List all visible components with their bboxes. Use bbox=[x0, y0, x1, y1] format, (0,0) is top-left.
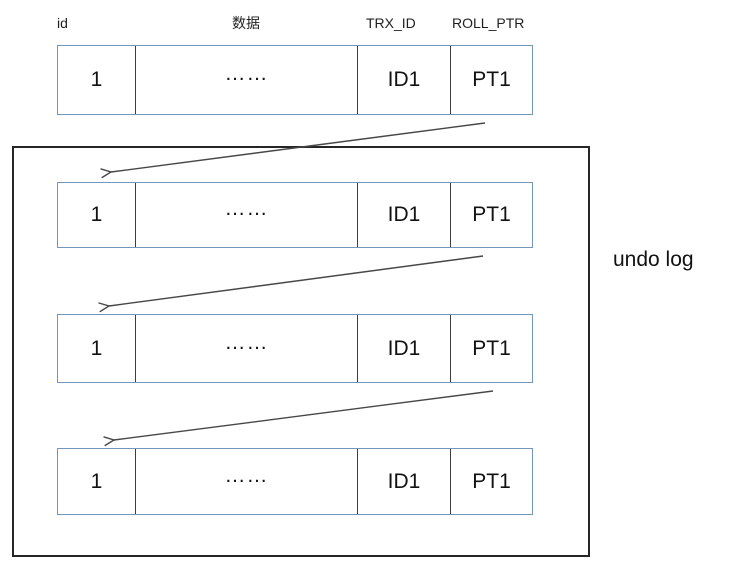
data-ellipsis: …… bbox=[224, 330, 269, 354]
roll-ptr-cell: PT1 bbox=[451, 449, 532, 514]
id-value: 1 bbox=[90, 203, 103, 226]
roll-ptr-value: PT1 bbox=[472, 469, 511, 493]
id-cell: 1 bbox=[58, 449, 136, 514]
trx-id-value: ID1 bbox=[387, 203, 421, 226]
data-cell: …… bbox=[136, 183, 358, 247]
trx-id-value: ID1 bbox=[387, 469, 421, 493]
data-ellipsis: …… bbox=[224, 463, 269, 487]
trx-id-cell: ID1 bbox=[358, 315, 451, 382]
id-cell: 1 bbox=[58, 315, 136, 382]
id-value: 1 bbox=[90, 469, 103, 493]
column-header-data: 数据 bbox=[232, 15, 260, 31]
roll-ptr-cell: PT1 bbox=[451, 46, 532, 114]
record-row-version-1: 1 …… ID1 PT1 bbox=[57, 182, 533, 248]
trx-id-cell: ID1 bbox=[358, 183, 451, 247]
trx-id-value: ID1 bbox=[387, 336, 421, 360]
record-row-version-2: 1 …… ID1 PT1 bbox=[57, 314, 533, 383]
roll-ptr-cell: PT1 bbox=[451, 315, 532, 382]
roll-ptr-cell: PT1 bbox=[451, 183, 532, 247]
id-cell: 1 bbox=[58, 183, 136, 247]
data-ellipsis: …… bbox=[224, 197, 269, 220]
record-row-version-3: 1 …… ID1 PT1 bbox=[57, 448, 533, 515]
column-header-trx-id: TRX_ID bbox=[366, 15, 416, 31]
data-cell: …… bbox=[136, 449, 358, 514]
id-cell: 1 bbox=[58, 46, 136, 114]
roll-ptr-value: PT1 bbox=[472, 203, 511, 226]
trx-id-cell: ID1 bbox=[358, 449, 451, 514]
column-header-id: id bbox=[57, 15, 68, 31]
data-cell: …… bbox=[136, 315, 358, 382]
data-cell: …… bbox=[136, 46, 358, 114]
id-value: 1 bbox=[90, 336, 103, 360]
column-header-roll-ptr: ROLL_PTR bbox=[452, 15, 525, 31]
undo-log-label: undo log bbox=[613, 248, 694, 271]
id-value: 1 bbox=[90, 68, 103, 91]
roll-ptr-value: PT1 bbox=[472, 336, 511, 360]
trx-id-value: ID1 bbox=[387, 68, 421, 91]
record-row-current: 1 …… ID1 PT1 bbox=[57, 45, 533, 115]
trx-id-cell: ID1 bbox=[358, 46, 451, 114]
data-ellipsis: …… bbox=[224, 62, 269, 85]
roll-ptr-value: PT1 bbox=[472, 68, 511, 91]
